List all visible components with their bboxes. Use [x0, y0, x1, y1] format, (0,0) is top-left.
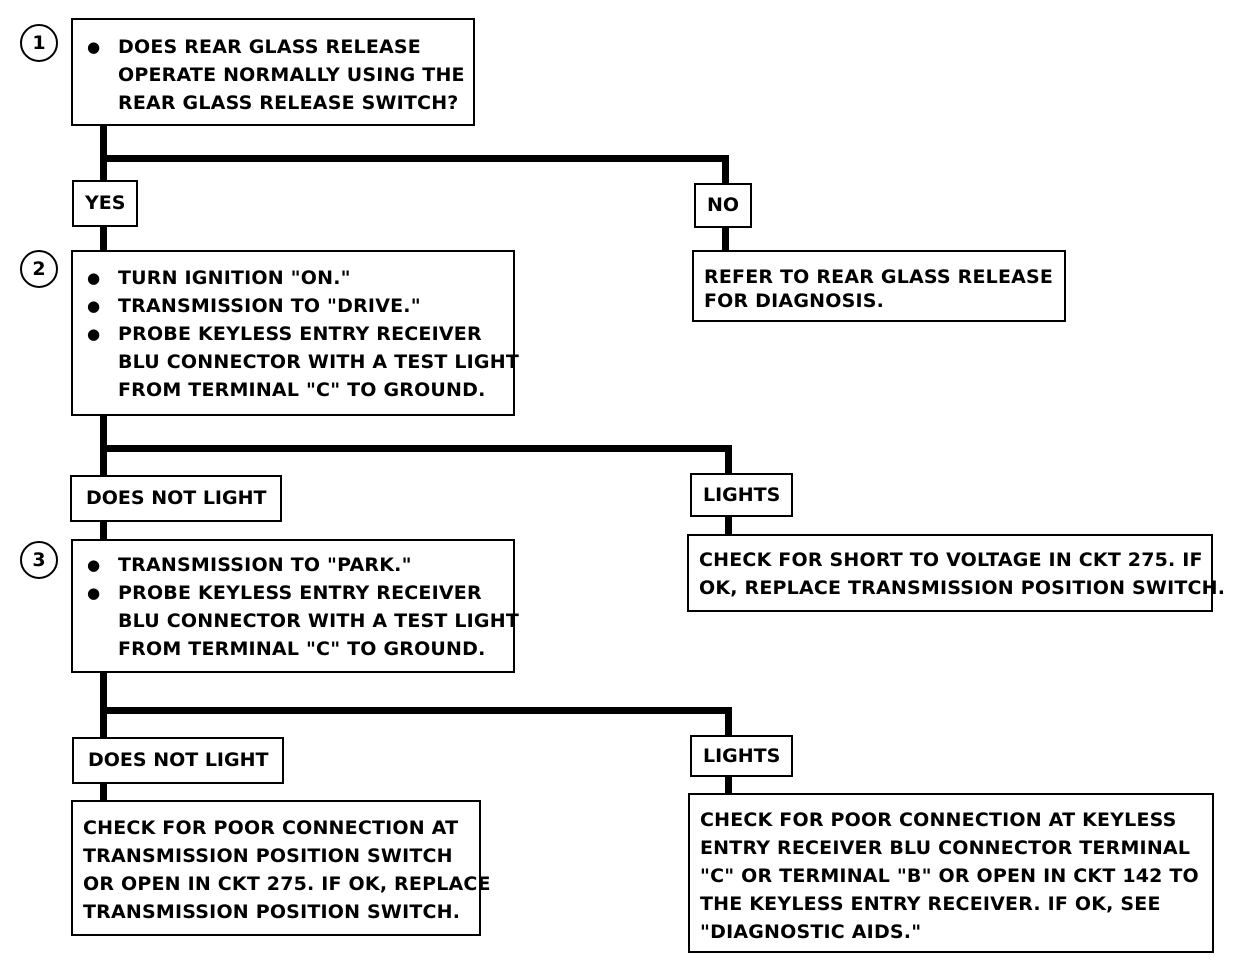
step2-line: BLU CONNECTOR WITH A TEST LIGHT	[118, 351, 519, 373]
connector-step1-branch	[100, 155, 729, 162]
step-number-3: 3	[20, 541, 58, 579]
result-short-check-box: CHECK FOR SHORT TO VOLTAGE IN CKT 275. I…	[687, 534, 1226, 612]
result-line: CHECK FOR POOR CONNECTION AT KEYLESS	[700, 809, 1177, 831]
bullet-icon: ●	[87, 297, 101, 315]
connector-lights2-to-result	[725, 775, 732, 795]
result-refer-box: REFER TO REAR GLASS RELEASE FOR DIAGNOSI…	[692, 250, 1066, 322]
result-line: REFER TO REAR GLASS RELEASE	[704, 266, 1054, 288]
step3-bullet: ● TRANSMISSION TO "PARK."	[87, 551, 503, 579]
step1-question: ● DOES REAR GLASS RELEASE OPERATE NORMAL…	[87, 33, 465, 117]
step2-line: PROBE KEYLESS ENTRY RECEIVER	[118, 323, 482, 345]
connector-lights1-to-result	[725, 514, 732, 536]
result-line: "C" OR TERMINAL "B" OR OPEN IN CKT 142 T…	[700, 865, 1199, 887]
connector-yes-to-step2	[100, 225, 107, 252]
branch-does-not-light-label: DOES NOT LIGHT	[72, 737, 285, 784]
step-number-2: 2	[20, 250, 58, 288]
connector-nolight1-to-step3	[100, 519, 107, 541]
result-poor-connection-tps-box: CHECK FOR POOR CONNECTION AT TRANSMISSIO…	[71, 800, 491, 936]
step3-line: FROM TERMINAL "C" TO GROUND.	[118, 638, 486, 660]
step2-line: TRANSMISSION TO "DRIVE."	[118, 295, 421, 317]
bullet-icon: ●	[87, 325, 101, 343]
result-poor-connection-receiver-box: CHECK FOR POOR CONNECTION AT KEYLESS ENT…	[688, 793, 1214, 953]
connector-step1-down	[100, 124, 107, 182]
result-line: ENTRY RECEIVER BLU CONNECTOR TERMINAL	[700, 837, 1191, 859]
branch-no-label: NO	[694, 183, 753, 228]
branch-lights-label: LIGHTS	[690, 473, 794, 517]
result-line: TRANSMISSION POSITION SWITCH.	[83, 901, 461, 923]
step2-bullet: ● TRANSMISSION TO "DRIVE."	[87, 292, 503, 320]
step2-bullet: ● TURN IGNITION "ON."	[87, 264, 503, 292]
step2-box: ● TURN IGNITION "ON." ● TRANSMISSION TO …	[71, 250, 519, 416]
connector-lights2-down	[725, 707, 732, 737]
result-line: "DIAGNOSTIC AIDS."	[700, 921, 922, 943]
step2-line: FROM TERMINAL "C" TO GROUND.	[118, 379, 486, 401]
connector-step3-branch	[100, 707, 732, 714]
connector-step2-branch	[100, 445, 732, 452]
result-line: TRANSMISSION POSITION SWITCH	[83, 845, 453, 867]
branch-yes-label: YES	[72, 180, 139, 227]
connector-step3-down	[100, 671, 107, 739]
bullet-icon: ●	[87, 556, 101, 574]
bullet-icon: ●	[87, 38, 101, 56]
result-line: THE KEYLESS ENTRY RECEIVER. IF OK, SEE	[700, 893, 1161, 915]
bullet-icon: ●	[87, 584, 101, 602]
connector-lights1-down	[725, 445, 732, 475]
result-line: FOR DIAGNOSIS.	[704, 290, 885, 312]
result-line: OK, REPLACE TRANSMISSION POSITION SWITCH…	[699, 577, 1226, 599]
step-number-1: 1	[20, 24, 58, 62]
step3-line: TRANSMISSION TO "PARK."	[118, 554, 412, 576]
branch-lights-label: LIGHTS	[690, 735, 794, 777]
connector-no-down	[722, 155, 729, 185]
connector-no-to-result	[722, 226, 729, 253]
step3-line: BLU CONNECTOR WITH A TEST LIGHT	[118, 610, 519, 632]
branch-does-not-light-label: DOES NOT LIGHT	[70, 475, 283, 522]
step1-line: OPERATE NORMALLY USING THE	[118, 64, 465, 86]
result-line: OR OPEN IN CKT 275. IF OK, REPLACE	[83, 873, 491, 895]
step3-line: PROBE KEYLESS ENTRY RECEIVER	[118, 582, 482, 604]
step1-line: DOES REAR GLASS RELEASE	[118, 36, 421, 58]
bullet-icon: ●	[87, 269, 101, 287]
step1-box: ● DOES REAR GLASS RELEASE OPERATE NORMAL…	[71, 18, 475, 126]
step3-bullet: ● PROBE KEYLESS ENTRY RECEIVER BLU CONNE…	[87, 579, 519, 663]
connector-nolight2-to-result	[100, 780, 107, 802]
step2-line: TURN IGNITION "ON."	[118, 267, 351, 289]
step3-box: ● TRANSMISSION TO "PARK." ● PROBE KEYLES…	[71, 539, 519, 673]
step1-line: REAR GLASS RELEASE SWITCH?	[118, 92, 459, 114]
result-line: CHECK FOR POOR CONNECTION AT	[83, 817, 459, 839]
result-line: CHECK FOR SHORT TO VOLTAGE IN CKT 275. I…	[699, 549, 1203, 571]
step2-bullet: ● PROBE KEYLESS ENTRY RECEIVER BLU CONNE…	[87, 320, 519, 404]
